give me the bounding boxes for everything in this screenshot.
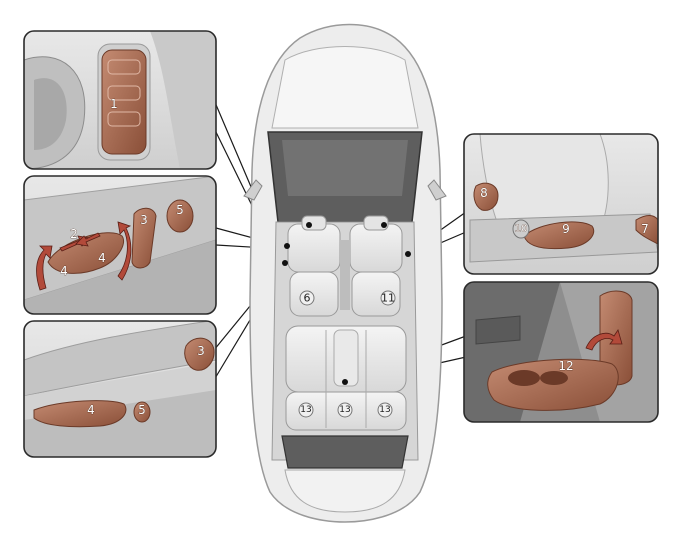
svg-text:3: 3 (140, 213, 148, 227)
seat-label-6: 6 (299, 290, 315, 306)
panel-seat-base-levers: 3 4 5 (23, 320, 217, 458)
svg-text:13: 13 (300, 405, 311, 415)
svg-text:6: 6 (304, 292, 311, 305)
svg-text:13: 13 (379, 405, 390, 415)
svg-text:5: 5 (176, 203, 184, 217)
seat-label-13-left: 13 (298, 402, 314, 418)
callout-dots (282, 222, 411, 385)
callout-dot-icon (342, 379, 348, 385)
seat-label-11: 11 (380, 290, 396, 306)
svg-text:12: 12 (558, 359, 573, 373)
svg-text:4: 4 (87, 403, 95, 417)
arrow-icon (585, 329, 623, 351)
hood (271, 46, 419, 129)
rear-window (281, 435, 409, 469)
seat-label-13-center: 13 (337, 402, 353, 418)
arrow-icon (36, 221, 132, 291)
svg-text:2: 2 (70, 227, 78, 241)
panel-rear-armrest: 12 (463, 281, 659, 423)
callout-dot-icon (282, 260, 288, 266)
svg-text:8: 8 (480, 186, 488, 200)
callout-dot-icon (306, 222, 312, 228)
callout-dot-icon (405, 251, 411, 257)
rear-bench (285, 325, 407, 431)
panel-seat-side-controls: 2 3 4 4 5 (23, 175, 217, 315)
car-top-view: 6 11 13 13 13 (243, 23, 447, 523)
svg-text:10: 10 (515, 224, 528, 235)
driver-seat (287, 215, 341, 317)
left-mirror (243, 179, 263, 201)
callout-dot-icon (284, 243, 290, 249)
svg-text:4: 4 (60, 264, 68, 278)
svg-text:7: 7 (641, 222, 649, 236)
svg-text:11: 11 (381, 292, 395, 305)
right-mirror (427, 179, 447, 201)
callout-dot-icon (381, 222, 387, 228)
svg-text:4: 4 (98, 251, 106, 265)
dashboard (282, 140, 408, 196)
trunk (284, 469, 406, 513)
seat-label-13-right: 13 (377, 402, 393, 418)
svg-text:13: 13 (339, 405, 350, 415)
svg-text:1: 1 (110, 97, 118, 111)
svg-text:5: 5 (138, 403, 146, 417)
svg-text:9: 9 (562, 222, 570, 236)
panel-passenger-seat: 8 9 10 7 (463, 133, 659, 275)
svg-text:3: 3 (197, 344, 205, 358)
panel-door-memory: 1 (23, 30, 217, 170)
center-console (340, 240, 350, 310)
